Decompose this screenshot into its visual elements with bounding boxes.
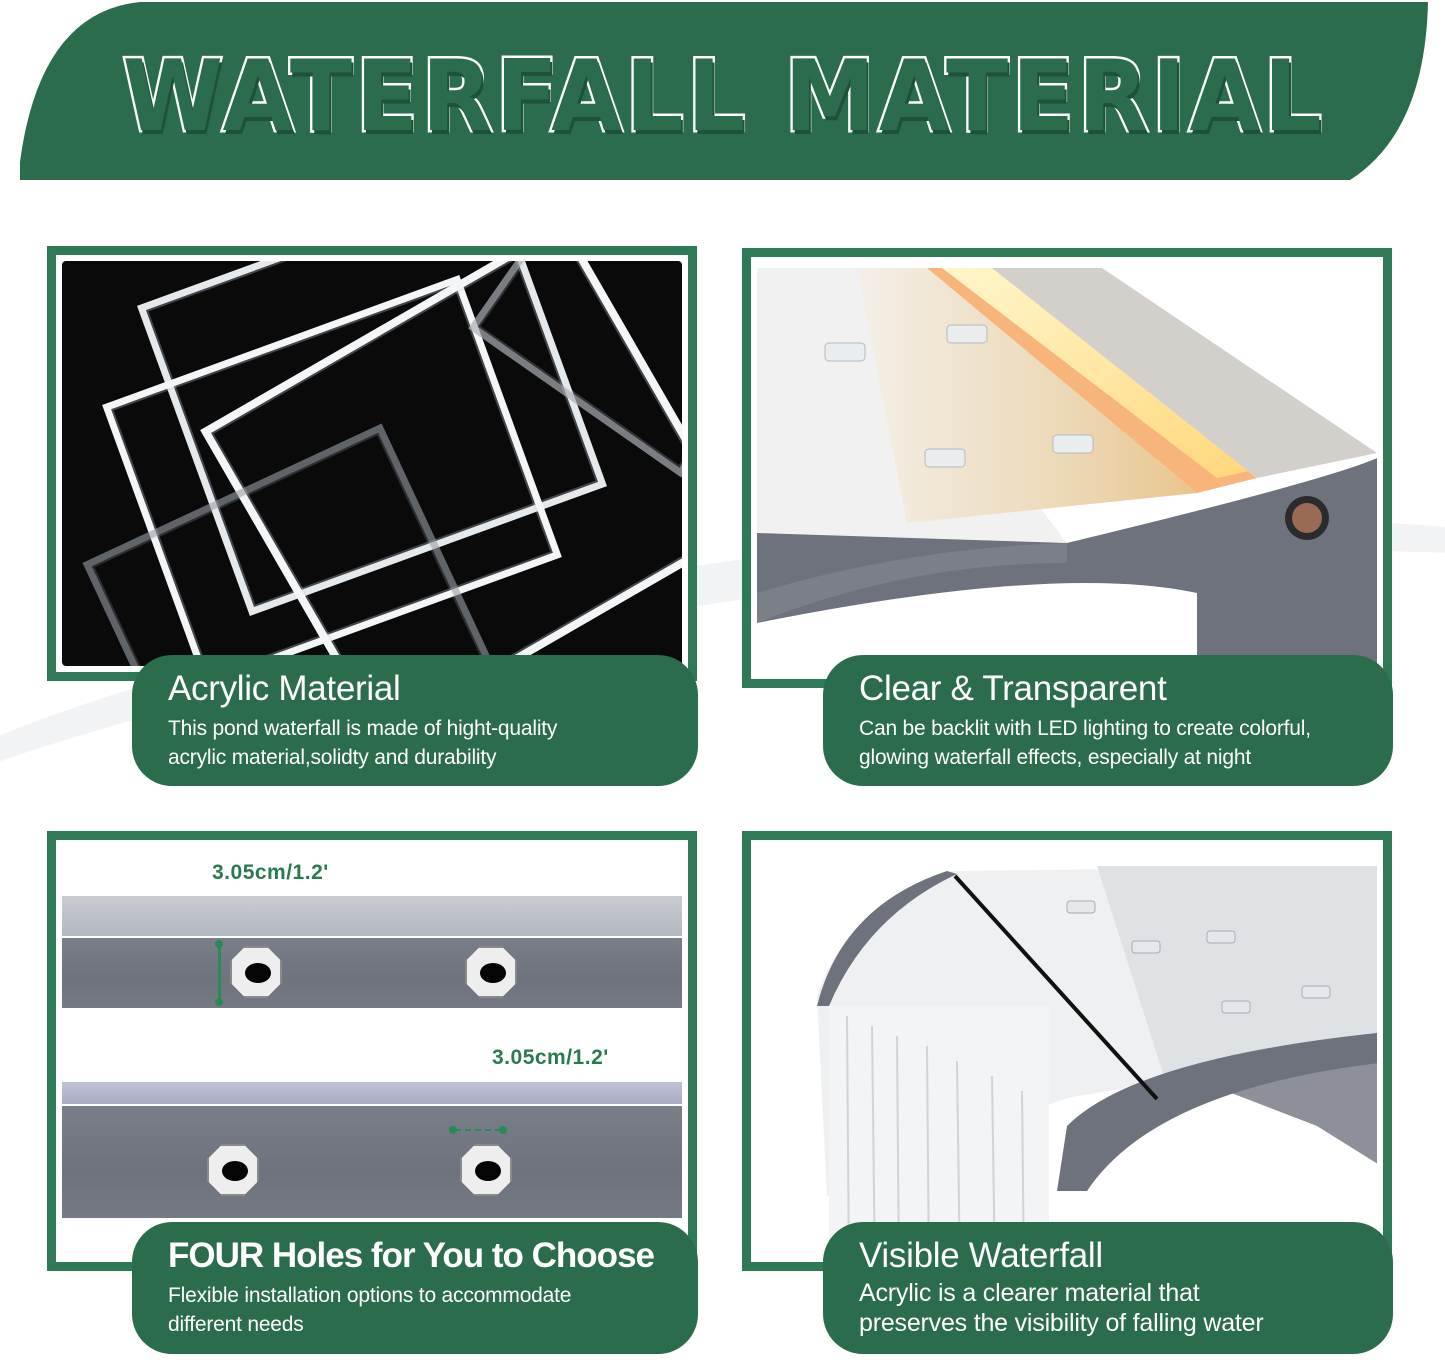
dimension-label-bottom: 3.05cm/1.2' (492, 1046, 609, 1069)
feature-caption-holes: FOUR Holes for You to Choose Flexible in… (132, 1222, 698, 1354)
feature-description: Can be backlit with LED lighting to crea… (859, 717, 1311, 769)
mounting-hole-2 (465, 946, 517, 998)
spillway-holes-image: 3.05cm/1.2' 3.05cm/1.2' (62, 846, 682, 1256)
mounting-hole-1 (230, 946, 282, 998)
page-title: WATERFALL MATERIAL (120, 38, 1326, 157)
mounting-hole-4 (460, 1144, 512, 1196)
feature-panel-acrylic (47, 246, 697, 681)
dimension-line-horizontal (455, 1129, 501, 1131)
mounting-hole-3 (207, 1144, 259, 1196)
feature-title: FOUR Holes for You to Choose (168, 1236, 655, 1275)
dimension-label-top: 3.05cm/1.2' (212, 861, 329, 884)
feature-description: Flexible installation options to accommo… (168, 1284, 572, 1336)
feature-panel-holes: 3.05cm/1.2' 3.05cm/1.2' (47, 831, 697, 1271)
feature-caption-visible: Visible Waterfall Acrylic is a clearer m… (823, 1222, 1393, 1354)
header-banner: WATERFALL MATERIAL (20, 2, 1428, 182)
feature-caption-acrylic: Acrylic Material This pond waterfall is … (132, 655, 698, 786)
led-spillway-image (757, 263, 1377, 673)
feature-title: Visible Waterfall (859, 1236, 1103, 1275)
feature-caption-clear: Clear & Transparent Can be backlit with … (823, 655, 1393, 786)
dimension-line-vertical (217, 944, 221, 1002)
feature-description: Acrylic is a clearer material that prese… (859, 1279, 1264, 1337)
banner-shape (20, 2, 1428, 180)
feature-description: This pond waterfall is made of hight-qua… (168, 717, 558, 769)
acrylic-sheets-image (62, 261, 682, 666)
feature-panel-clear (742, 248, 1392, 688)
feature-title: Acrylic Material (168, 669, 401, 708)
feature-title: Clear & Transparent (859, 669, 1167, 708)
waterfall-flow-image (757, 846, 1377, 1256)
feature-panel-visible (742, 831, 1392, 1271)
